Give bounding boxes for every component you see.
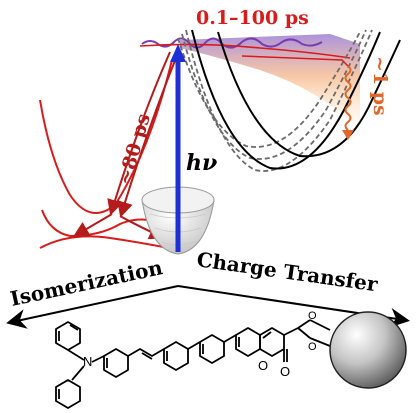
isom-curve-upper xyxy=(39,59,173,214)
coumarin-pyrone-ring xyxy=(259,327,285,357)
charge-transfer-label: Charge Transfer xyxy=(195,247,379,296)
ct-curve-dashed-3 xyxy=(177,31,361,148)
relaxation-wavy-arrow xyxy=(344,65,352,131)
process-arrow-left xyxy=(6,285,179,329)
excitation-arrowhead xyxy=(170,44,186,62)
photon-label: hν xyxy=(186,150,217,176)
isomerization-label: Isomerization xyxy=(8,255,165,311)
ct-curve-solid-2 xyxy=(217,31,401,158)
isom-curve-ground xyxy=(39,235,179,251)
ct-curve-dashed-1 xyxy=(185,29,373,172)
isom-time-label: ~80 ps xyxy=(114,111,155,187)
excited-state-band xyxy=(180,34,360,130)
molecule-structure xyxy=(55,319,331,409)
atom-o-carbonyl: O xyxy=(280,364,290,379)
isom-decay-arrow-2 xyxy=(117,57,177,218)
ct-curve-solid-1 xyxy=(191,29,381,170)
atom-n: N xyxy=(83,354,92,369)
atom-o-ester-1: O xyxy=(308,310,317,322)
nanoparticle-sphere xyxy=(329,311,407,389)
isom-decay-arrow-1 xyxy=(107,51,171,216)
phenyl-ring-bottom xyxy=(55,379,81,409)
fast-range-label: 0.1–100 ps xyxy=(196,7,309,29)
relaxation-arrowhead xyxy=(342,130,354,140)
excited-state-surface xyxy=(139,43,351,59)
slow-time-label: ~1 ps xyxy=(369,56,391,116)
ct-curve-dashed-2 xyxy=(181,29,367,160)
isom-branch-arrow-left xyxy=(72,213,113,238)
phenyl-ring-1 xyxy=(103,348,129,378)
atom-labels: N O O O O xyxy=(83,310,317,379)
atom-o-ring: O xyxy=(258,358,268,373)
atom-o-ester-2: O xyxy=(308,341,317,353)
fast-decay-guide xyxy=(241,55,349,67)
